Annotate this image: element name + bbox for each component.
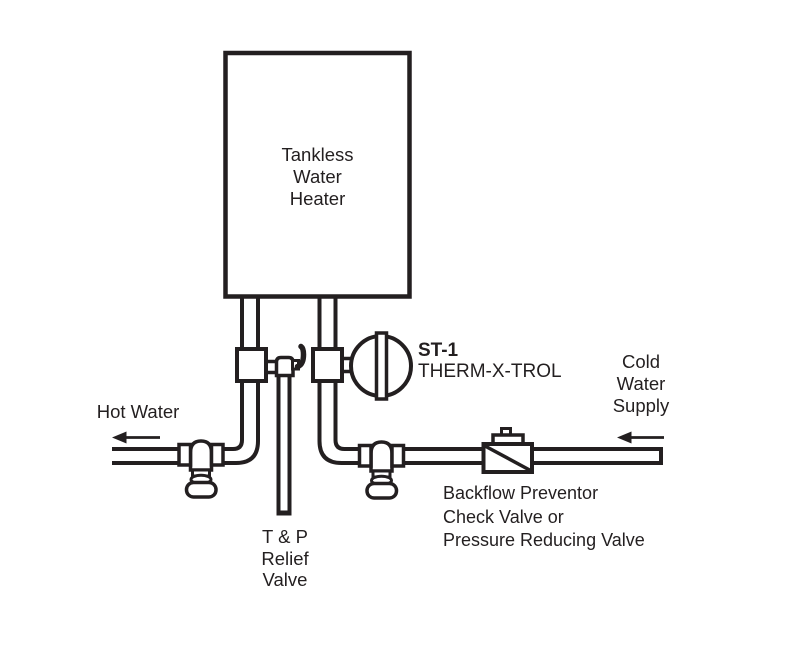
tankless-water-heater-box: [223, 50, 412, 299]
cold-water-label-line: Cold: [621, 351, 661, 372]
hot-water-flow-arrow-icon: [112, 431, 160, 444]
tp-discharge-pipe: [276, 374, 292, 512]
cold-water-supply-label: Cold Water Supply: [591, 351, 691, 417]
backflow-label-line: Pressure Reducing Valve: [443, 530, 645, 550]
tp-relief-valve-assembly: [266, 343, 307, 516]
backflow-preventer-valve: [481, 427, 534, 474]
tp-valve-body: [274, 355, 295, 378]
hot-water-label: Hot Water: [96, 401, 180, 422]
expansion-tank-diaphragm: [374, 331, 389, 401]
cold-water-label-line: Water: [616, 373, 666, 394]
drain-cap: [184, 480, 218, 499]
valve-flange: [177, 442, 193, 467]
backflow-diagonal: [484, 444, 532, 473]
valve-flange: [390, 443, 406, 468]
valve-flange: [357, 443, 373, 468]
backflow-label-line: Check Valve or: [443, 506, 564, 527]
expansion-tank-product-label: THERM-X-TROL: [418, 361, 562, 382]
tp-label-line: T & P: [262, 526, 308, 547]
cold-pipe-coupling: [311, 347, 344, 383]
cold-water-flow-arrow-icon: [617, 431, 664, 444]
hot-water-pipe: [112, 298, 260, 465]
heater-label-line: Heater: [289, 188, 346, 209]
valve-body: [369, 440, 394, 473]
tankless-water-heater-label: Tankless Water Heater: [226, 144, 409, 210]
expansion-tank-model-label: ST-1: [418, 340, 459, 361]
hot-pipe-coupling: [235, 347, 268, 383]
tp-label-line: Relief: [261, 547, 309, 569]
drain-cap: [365, 481, 399, 500]
tp-relief-valve-label: T & P Relief Valve: [235, 526, 335, 591]
heater-label-line: Water: [293, 166, 342, 187]
cold-water-pipe: [317, 298, 663, 465]
cold-shutoff-drain-valve: [357, 440, 406, 500]
hot-shutoff-drain-valve: [177, 439, 225, 499]
valve-flange: [209, 442, 225, 467]
tp-label-line: Valve: [262, 569, 308, 590]
heater-label-line: Tankless: [281, 144, 354, 165]
tp-valve-lever-icon: [294, 343, 307, 370]
cold-water-label-line: Supply: [612, 395, 670, 416]
valve-body: [188, 439, 214, 472]
expansion-tank: [342, 331, 413, 401]
backflow-label-line: Backflow Preventor: [443, 483, 599, 503]
backflow-preventer-label: Backflow Preventor Check Valve or Pressu…: [443, 482, 645, 553]
